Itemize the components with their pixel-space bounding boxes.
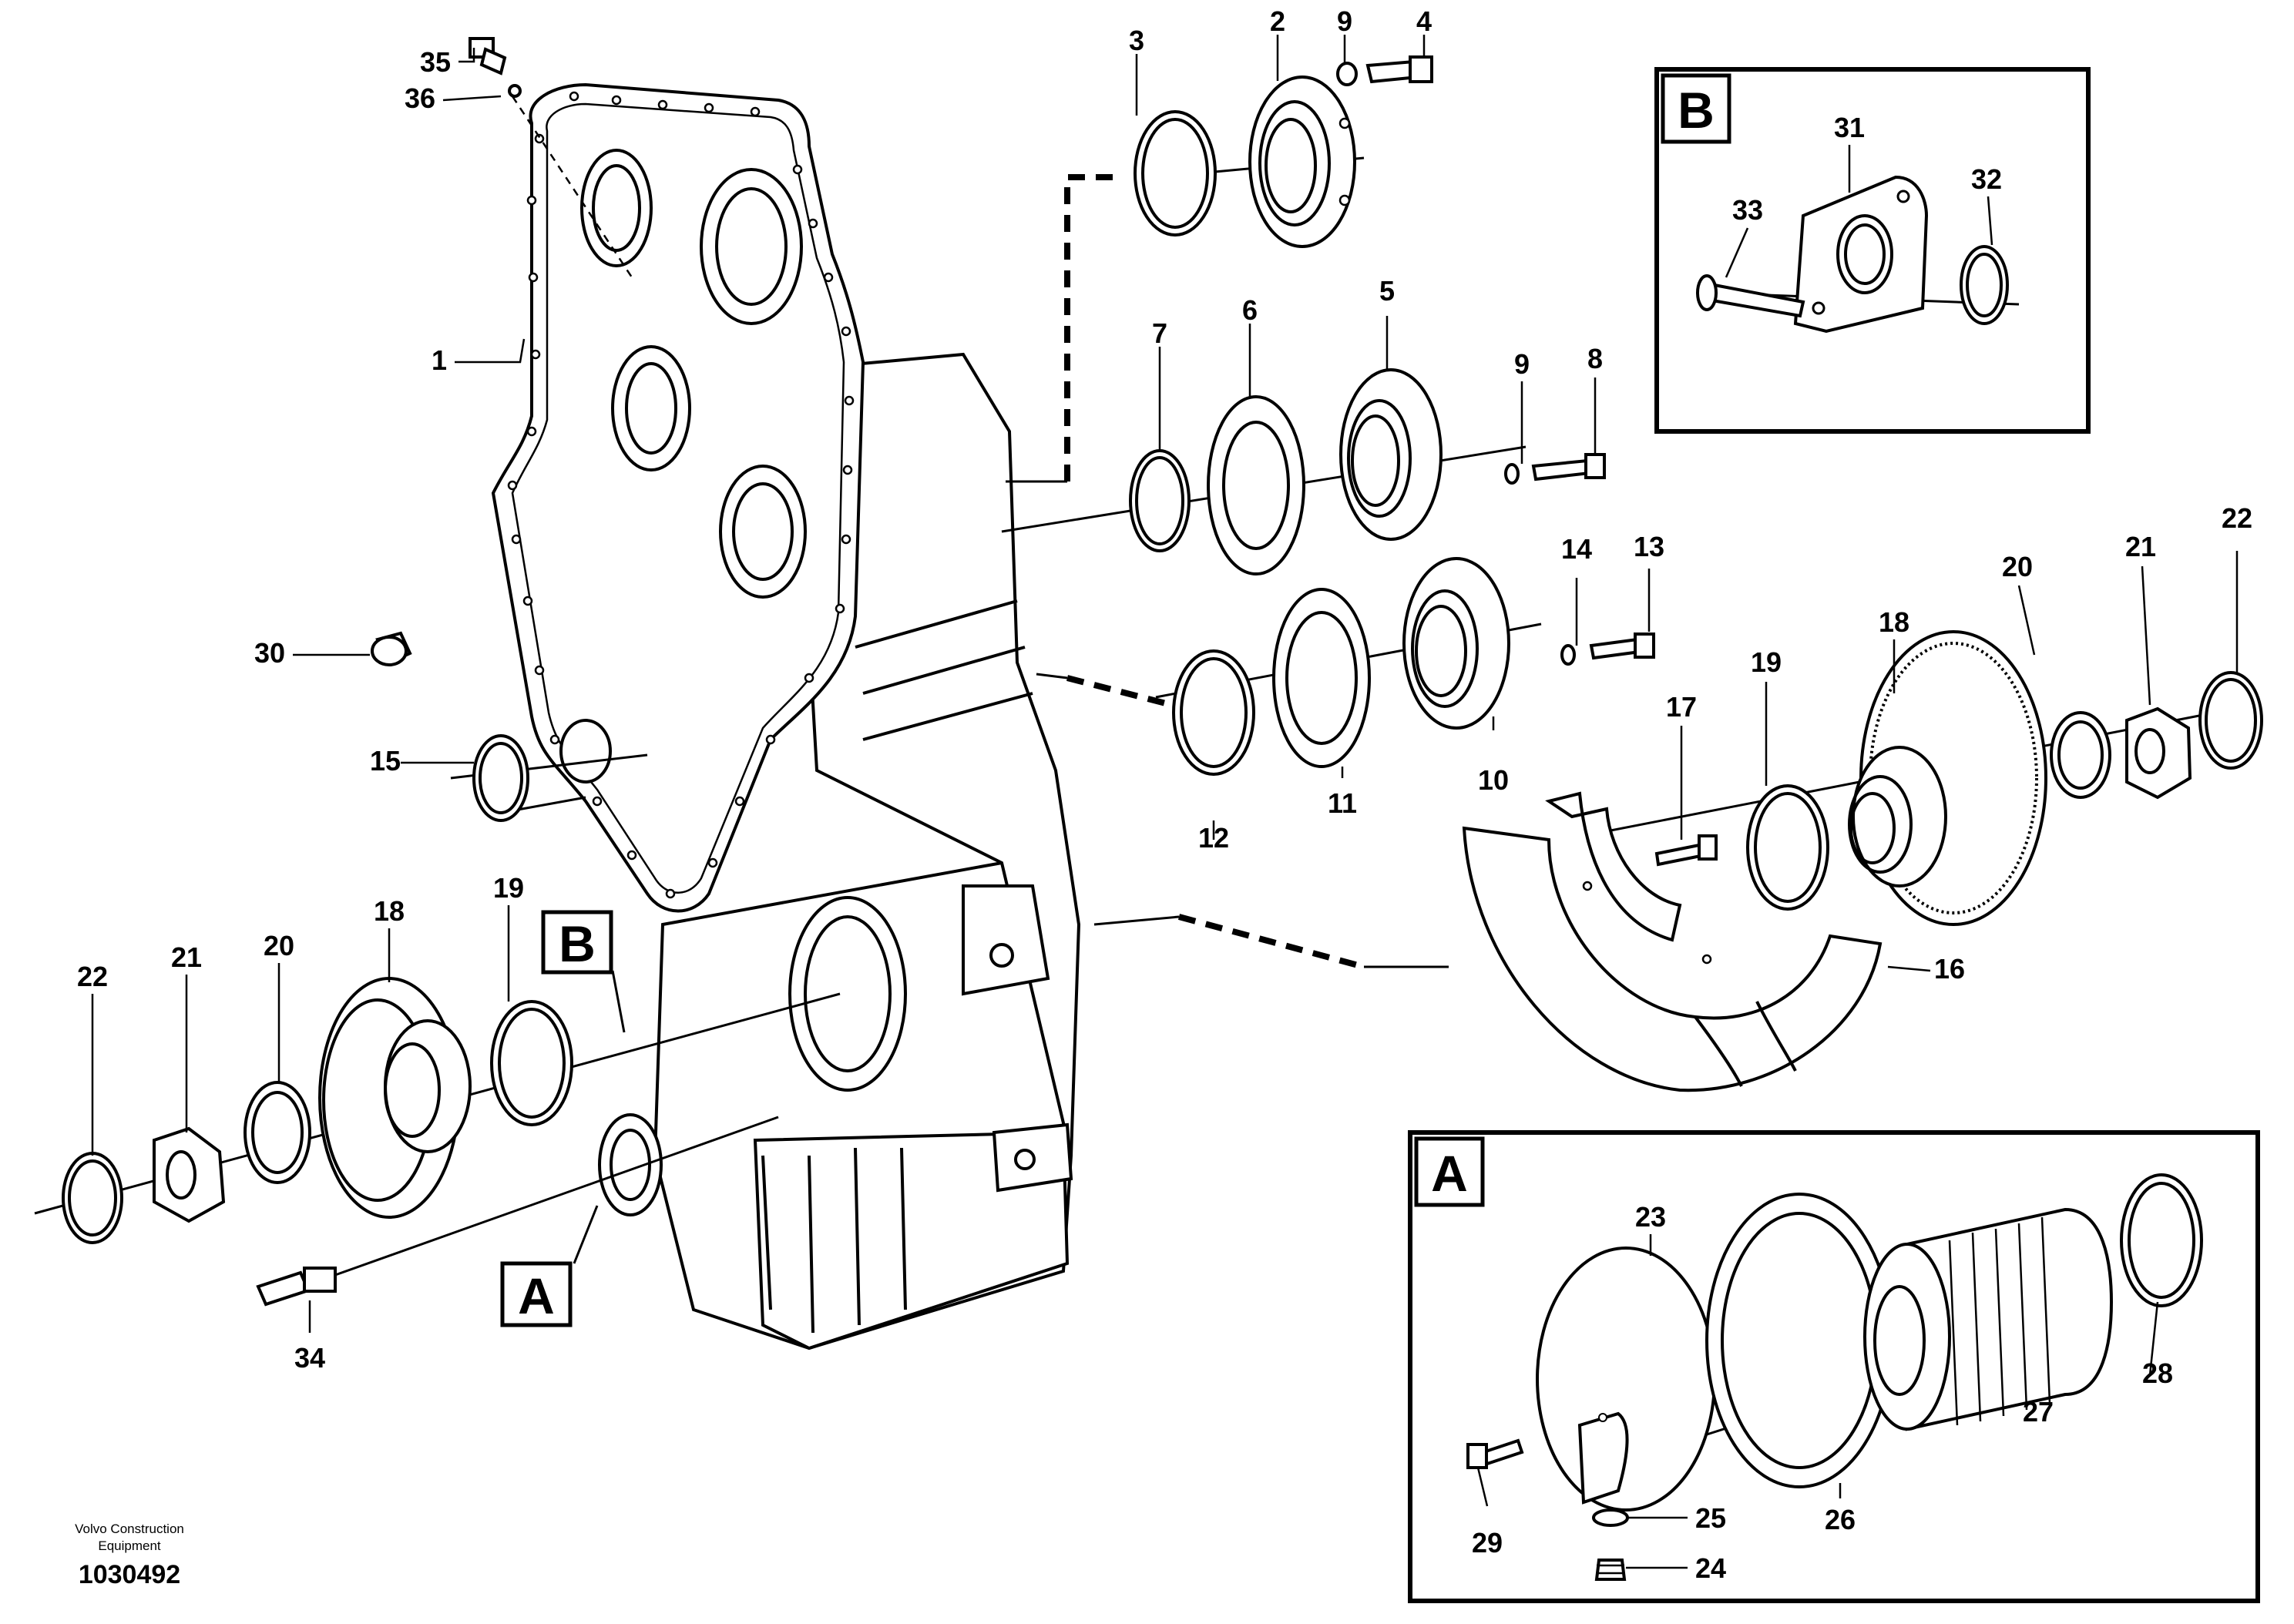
brand-line-1: Volvo Construction [75,1522,184,1536]
callout-17: 17 [1666,691,1697,723]
detail-box-a-label: A [1431,1145,1468,1202]
callout-16: 16 [1934,953,1965,985]
callout-36: 36 [405,82,435,114]
callout-6: 6 [1242,294,1258,326]
callout-15: 15 [370,745,401,777]
callout-18-right: 18 [1879,606,1909,638]
leader-lines [91,35,2239,1569]
callout-3: 3 [1129,25,1144,56]
output-cover-lower [1172,557,1655,776]
callout-18-left: 18 [374,895,405,927]
callout-1: 1 [432,344,447,376]
callout-19-right: 19 [1751,646,1782,678]
callout-7: 7 [1152,317,1167,349]
callout-19-left: 19 [493,872,524,904]
callout-2: 2 [1270,5,1285,37]
detail-box-b [1654,67,2091,434]
callout-32: 32 [1971,163,2002,195]
output-cover-upper [1134,55,1433,248]
callout-33: 33 [1732,194,1763,226]
ref-box-b [541,910,613,975]
callout-27: 27 [2023,1396,2054,1428]
callout-24: 24 [1695,1552,1726,1584]
callout-29: 29 [1472,1527,1503,1559]
ref-label-b: B [559,915,596,972]
callout-9-middle: 9 [1514,348,1530,380]
callout-8: 8 [1587,343,1603,374]
seal-ring-15 [472,734,529,822]
callout-22-right: 22 [2222,502,2252,534]
callout-12: 12 [1198,822,1229,854]
callout-26: 26 [1825,1504,1856,1535]
drain-plug [371,631,412,666]
callout-20-left: 20 [264,930,294,961]
callout-22-left: 22 [77,961,108,992]
ref-box-a [500,1261,573,1327]
detail-box-a [1408,1130,2260,1603]
transmission-housing [491,82,1081,1351]
callout-20-right: 20 [2002,551,2033,582]
callout-34: 34 [294,1342,325,1374]
callout-35: 35 [420,46,451,78]
callout-10: 10 [1478,764,1509,796]
callout-9-upper: 9 [1337,5,1352,37]
callout-30: 30 [254,637,285,669]
ref-label-a: A [518,1267,555,1324]
callout-5: 5 [1379,275,1395,307]
output-cover-middle [1129,368,1606,575]
callout-23: 23 [1635,1201,1666,1233]
callout-25: 25 [1695,1502,1726,1534]
callout-labels: 1 2 3 4 9 5 6 7 8 9 10 11 12 13 14 15 16… [77,5,2252,1584]
right-output-flange-group [1462,630,2263,1092]
top-sensor [469,37,633,278]
detail-box-b-label: B [1678,82,1715,139]
callout-4: 4 [1416,5,1432,37]
left-output-flange-group [62,977,573,1307]
document-number: 1030492 [79,1560,180,1589]
callout-11: 11 [1328,787,1357,819]
callout-21-right: 21 [2125,531,2156,562]
assembly-link-dash [1066,675,1187,712]
callout-28: 28 [2142,1357,2173,1389]
assembly-link-dash [1064,174,1117,481]
brand-line-2: Equipment [98,1538,161,1553]
callout-13: 13 [1634,531,1664,562]
callout-31: 31 [1834,112,1865,143]
callout-21-left: 21 [171,941,202,973]
callout-14: 14 [1561,533,1592,565]
assembly-link-dash [1177,914,1365,970]
